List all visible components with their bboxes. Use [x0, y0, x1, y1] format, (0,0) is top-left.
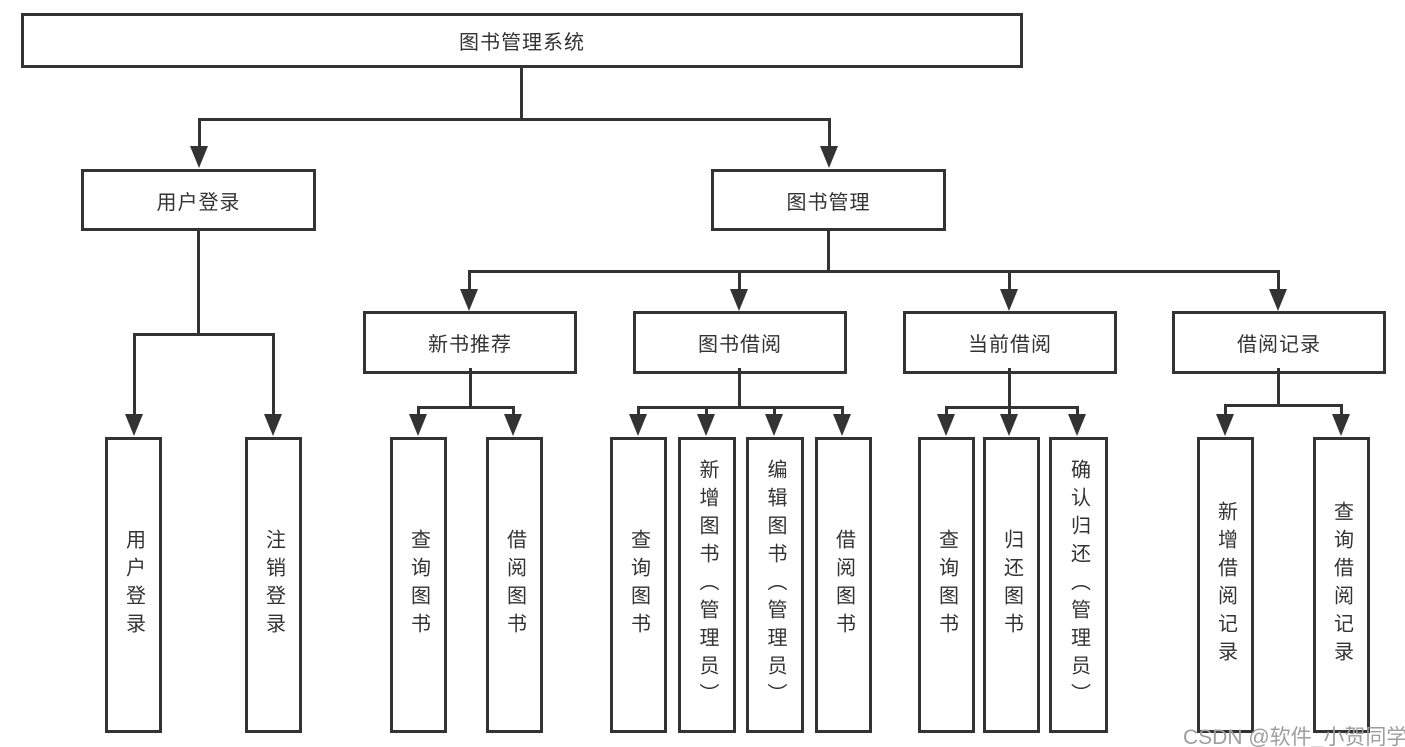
arrowhead-down-icon	[765, 414, 783, 436]
leaf-borrow-edit-book-admin-label: 编辑图书（管理员）	[764, 459, 786, 711]
connector-line	[417, 406, 420, 418]
node-book-borrow: 图书借阅	[633, 311, 847, 374]
arrowhead-down-icon	[190, 146, 208, 168]
arrowhead-down-icon	[409, 414, 427, 436]
connector-line	[705, 406, 708, 418]
connector-line	[133, 333, 275, 336]
leaf-current-return-book: 归还图书	[983, 437, 1040, 733]
arrowhead-down-icon	[125, 414, 143, 436]
connector-line	[841, 406, 844, 418]
connector-line	[773, 406, 776, 418]
connector-line	[637, 406, 844, 409]
node-book-management: 图书管理	[711, 169, 946, 231]
leaf-current-confirm-return-admin: 确认归还（管理员）	[1049, 437, 1108, 733]
leaf-logout: 注销登录	[245, 437, 302, 733]
node-borrow-records-label: 借阅记录	[1237, 334, 1321, 356]
leaf-borrow-query-book: 查询图书	[610, 437, 667, 733]
arrowhead-down-icon	[460, 289, 478, 311]
arrowhead-down-icon	[1000, 414, 1018, 436]
leaf-borrow-borrow-book-label: 借阅图书	[832, 529, 855, 641]
leaf-recommend-borrow-book: 借阅图书	[486, 437, 543, 733]
connector-line	[1008, 368, 1011, 409]
connector-line	[198, 118, 830, 121]
node-new-book-recommend: 新书推荐	[363, 311, 577, 374]
leaf-borrow-add-book-admin-label: 新增图书（管理员）	[696, 459, 718, 711]
node-root-label: 图书管理系统	[459, 32, 585, 54]
connector-line	[1224, 404, 1342, 407]
node-borrow-records: 借阅记录	[1172, 311, 1386, 374]
arrowhead-down-icon	[937, 414, 955, 436]
leaf-user-login: 用户登录	[105, 437, 162, 733]
leaf-records-query-record: 查询借阅记录	[1313, 437, 1370, 733]
arrowhead-down-icon	[264, 414, 282, 436]
connector-line	[468, 270, 471, 292]
connector-line	[469, 368, 472, 409]
node-current-borrow-label: 当前借阅	[968, 334, 1052, 356]
arrowhead-down-icon	[629, 414, 647, 436]
node-book-management-label: 图书管理	[786, 191, 871, 214]
connector-line	[512, 406, 515, 418]
connector-line	[1008, 406, 1011, 418]
arrowhead-down-icon	[833, 414, 851, 436]
arrowhead-down-icon	[1000, 289, 1018, 311]
connector-line	[197, 231, 200, 336]
node-current-borrow: 当前借阅	[903, 311, 1117, 374]
connector-line	[133, 333, 136, 418]
node-user-login: 用户登录	[81, 169, 316, 231]
connector-line	[198, 118, 201, 150]
connector-line	[738, 368, 741, 409]
connector-line	[738, 270, 741, 292]
csdn-watermark: CSDN @软件_小贺同学	[1183, 726, 1405, 747]
node-root: 图书管理系统	[21, 13, 1023, 68]
arrowhead-down-icon	[1269, 289, 1287, 311]
arrowhead-down-icon	[504, 414, 522, 436]
arrowhead-down-icon	[730, 289, 748, 311]
connector-line	[1277, 368, 1280, 407]
leaf-records-query-record-label: 查询借阅记录	[1330, 501, 1353, 669]
connector-line	[417, 406, 515, 409]
leaf-records-add-record: 新增借阅记录	[1197, 437, 1254, 733]
arrowhead-down-icon	[1332, 414, 1350, 436]
leaf-current-query-book: 查询图书	[918, 437, 975, 733]
leaf-current-return-book-label: 归还图书	[1000, 529, 1023, 641]
node-user-login-label: 用户登录	[156, 191, 241, 214]
arrowhead-down-icon	[1068, 414, 1086, 436]
arrowhead-down-icon	[697, 414, 715, 436]
leaf-recommend-borrow-book-label: 借阅图书	[503, 529, 526, 641]
node-new-book-recommend-label: 新书推荐	[428, 334, 512, 356]
node-book-borrow-label: 图书借阅	[698, 334, 782, 356]
leaf-recommend-query-book: 查询图书	[390, 437, 447, 733]
leaf-recommend-query-book-label: 查询图书	[407, 529, 430, 641]
connector-line	[945, 406, 1079, 409]
connector-line	[1340, 404, 1343, 418]
leaf-records-add-record-label: 新增借阅记录	[1214, 501, 1237, 669]
connector-line	[1076, 406, 1079, 418]
leaf-borrow-borrow-book: 借阅图书	[815, 437, 872, 733]
leaf-user-login-label: 用户登录	[122, 529, 145, 641]
arrowhead-down-icon	[820, 146, 838, 168]
connector-line	[1277, 270, 1280, 292]
connector-line	[827, 231, 830, 273]
leaf-current-confirm-return-admin-label: 确认归还（管理员）	[1067, 459, 1090, 711]
leaf-borrow-edit-book-admin: 编辑图书（管理员）	[746, 437, 804, 733]
connector-line	[468, 270, 1280, 273]
leaf-borrow-query-book-label: 查询图书	[627, 529, 650, 641]
connector-line	[520, 68, 523, 121]
arrowhead-down-icon	[1216, 414, 1234, 436]
connector-line	[945, 406, 948, 418]
connector-line	[1008, 270, 1011, 292]
connector-line	[637, 406, 640, 418]
leaf-borrow-add-book-admin: 新增图书（管理员）	[678, 437, 736, 733]
connector-line	[272, 333, 275, 418]
leaf-current-query-book-label: 查询图书	[935, 529, 958, 641]
leaf-logout-label: 注销登录	[262, 529, 285, 641]
connector-line	[828, 118, 831, 150]
connector-line	[1224, 404, 1227, 418]
